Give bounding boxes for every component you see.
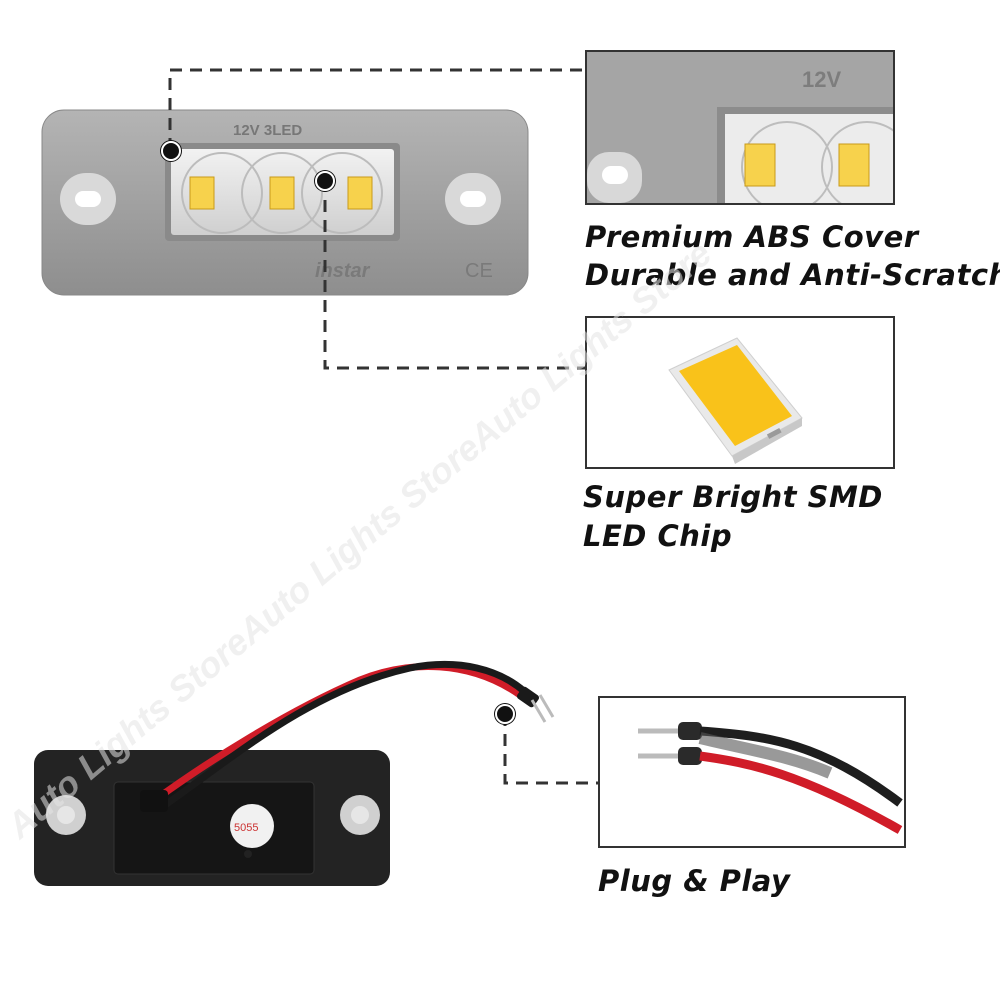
caption-abs-line2: Durable and Anti-Scratch xyxy=(585,258,1000,292)
brand-marking: instar xyxy=(315,260,371,282)
smd-chip xyxy=(679,345,792,446)
zoom-frame-abs-cover: 12V xyxy=(585,50,895,205)
caption-smd-line2: LED Chip xyxy=(583,519,733,553)
license-plate-lamp-back: 5055 xyxy=(34,660,555,886)
zoom-frame-plug xyxy=(598,696,906,848)
svg-text:12V: 12V xyxy=(802,67,841,92)
callout-dot-plug xyxy=(495,704,515,724)
callout-dot-chip xyxy=(315,171,335,191)
ce-mark: CE xyxy=(465,260,493,282)
sticker-text: 5055 xyxy=(234,822,258,834)
caption-smd-line1: Super Bright SMD xyxy=(583,480,883,514)
lamp-marking: 12V 3LED xyxy=(233,122,302,139)
caption-plug: Plug & Play xyxy=(598,864,791,898)
zoom-frame-smd-chip xyxy=(585,316,895,469)
callout-dot-cover xyxy=(161,141,181,161)
caption-abs-line1: Premium ABS Cover xyxy=(585,220,919,254)
